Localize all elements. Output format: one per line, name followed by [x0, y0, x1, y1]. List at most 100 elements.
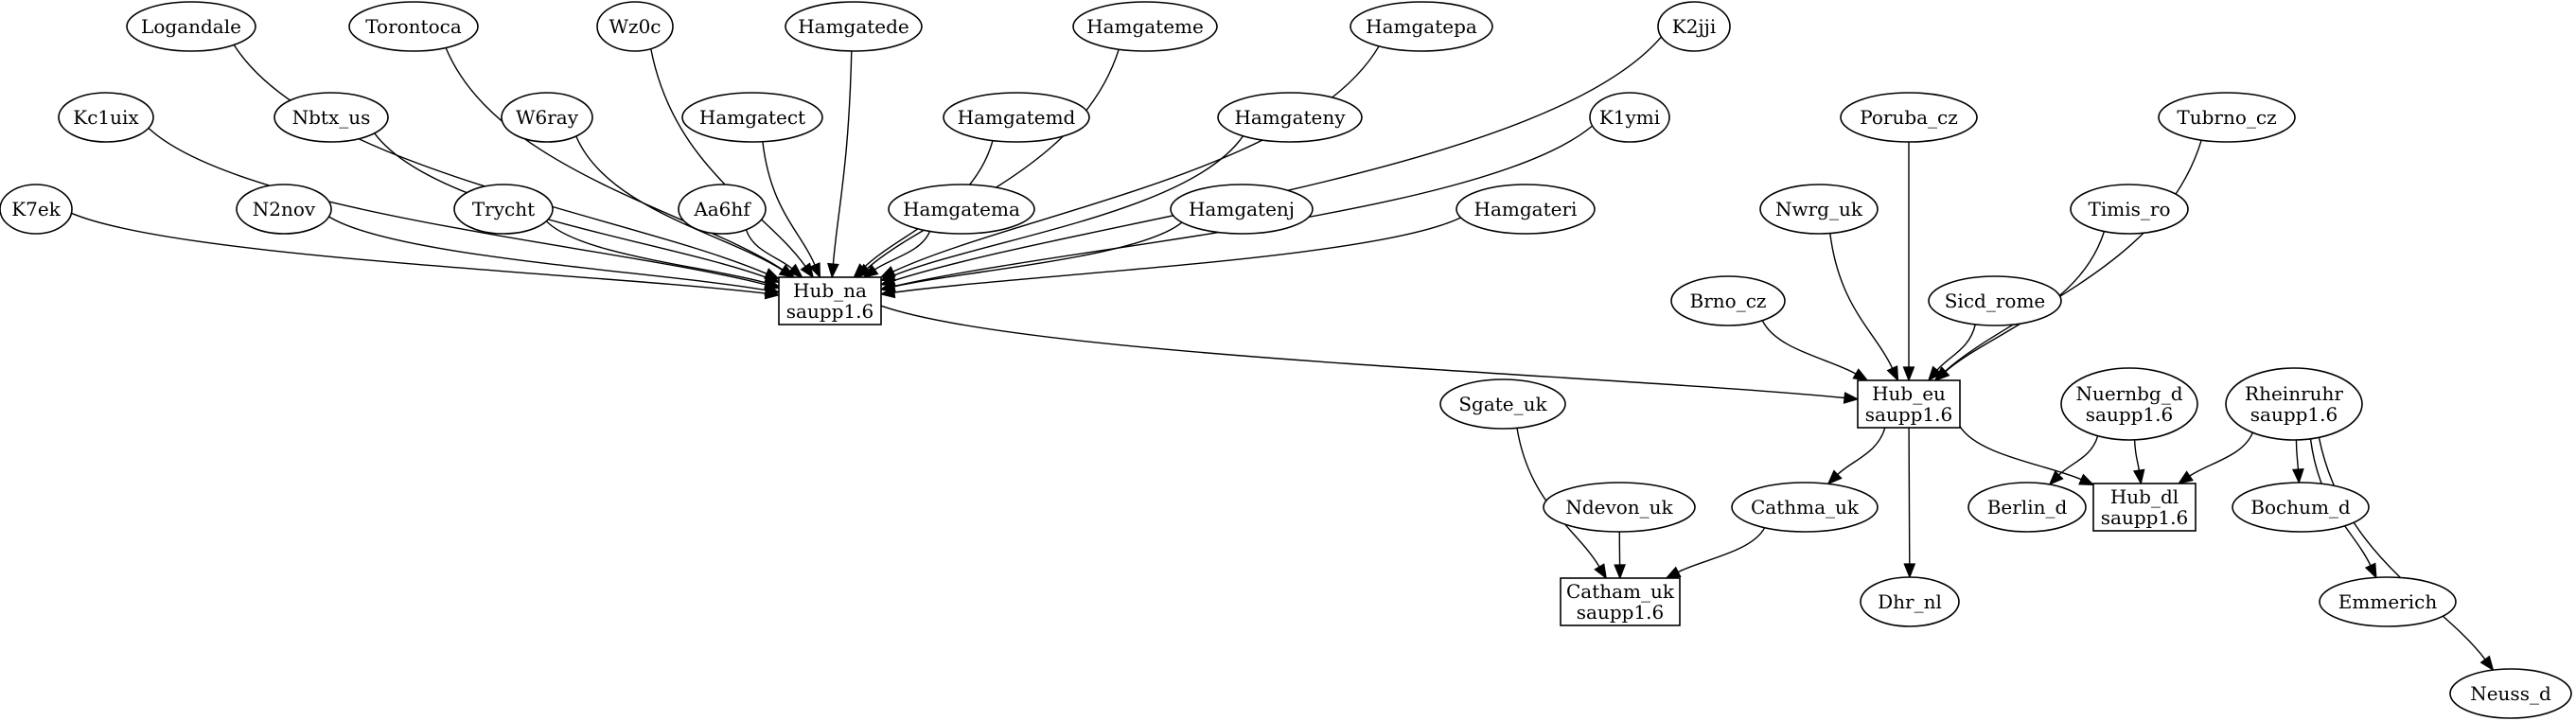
node-ellipse	[596, 1, 674, 52]
edge-line	[745, 229, 793, 270]
node-label: saupp1.6	[2086, 403, 2173, 426]
node-ellipse	[273, 92, 389, 143]
node-label: saupp1.6	[2250, 403, 2338, 426]
edge-hub_na-to-hub_eu	[880, 305, 1860, 404]
node-hamgatema: Hamgatema	[888, 184, 1035, 235]
arrowhead-icon	[879, 274, 896, 287]
node-hamgateny: Hamgateny	[1217, 92, 1363, 143]
edge-line	[1936, 324, 1976, 371]
node-ellipse	[2158, 92, 2296, 143]
edge-line	[1761, 320, 1857, 375]
node-tubrno_cz: Tubrno_cz	[2158, 92, 2296, 143]
node-ellipse	[1589, 92, 1670, 143]
edge-wz0c-to-hub_na	[650, 48, 815, 279]
edge-hamgatect-to-hub_na	[762, 141, 821, 279]
node-nwrg_uk: Nwrg_uk	[1759, 184, 1879, 235]
arrowhead-icon	[800, 262, 815, 279]
arrowhead-icon	[1594, 563, 1608, 580]
node-label: Emmerich	[2338, 590, 2438, 613]
edge-logandale-to-hub_na	[233, 44, 781, 280]
edge-hub_eu-to-hub_dl	[1959, 426, 2095, 486]
node-emmerich: Emmerich	[2319, 576, 2457, 627]
node-hamgatenj: Hamgatenj	[1170, 184, 1314, 235]
node-label: Neuss_d	[2470, 682, 2551, 705]
node-ellipse	[1439, 378, 1566, 430]
edge-hamgatepa-to-hub_na	[879, 45, 1380, 278]
node-hamgateme: Hamgateme	[1072, 1, 1218, 52]
node-w6ray: W6ray	[501, 92, 593, 143]
node-cathma_uk: Cathma_uk	[1731, 482, 1879, 533]
node-brno_cz: Brno_cz	[1670, 275, 1786, 326]
arrowhead-icon	[2177, 470, 2194, 484]
arrowhead-icon	[787, 263, 803, 279]
node-ellipse	[501, 92, 593, 143]
node-label: Tubrno_cz	[2177, 106, 2276, 129]
edge-line	[575, 135, 784, 271]
node-label: Timis_ro	[2089, 198, 2171, 220]
edge-poruba_cz-to-hub_eu	[1902, 142, 1915, 382]
node-label: Hamgatepa	[1366, 15, 1477, 38]
edge-line	[762, 141, 816, 266]
node-label: Hub_dl	[2110, 485, 2179, 508]
node-label: Hub_eu	[1872, 382, 1946, 405]
node-sicd_rome: Sicd_rome	[1928, 275, 2062, 326]
edge-tubrno_cz-to-hub_eu	[1933, 139, 2202, 382]
node-ellipse	[2060, 367, 2198, 441]
node-label: Kc1uix	[73, 106, 139, 129]
node-label: K2jji	[1672, 15, 1716, 38]
edge-line	[880, 305, 1845, 399]
arrowhead-icon	[1902, 366, 1915, 382]
edge-line	[650, 48, 806, 268]
edge-line	[1829, 233, 1894, 369]
node-trycht: Trycht	[453, 184, 554, 235]
edge-sicd_rome-to-hub_eu	[1927, 324, 1976, 382]
edge-nuernbg_d-to-berlin_d	[2048, 435, 2099, 486]
edge-line	[892, 45, 1380, 273]
arrowhead-icon	[1665, 566, 1682, 579]
node-label: Wz0c	[609, 15, 661, 38]
node-ellipse	[1543, 482, 1696, 533]
edges-layer	[71, 36, 2495, 672]
node-ellipse	[1731, 482, 1879, 533]
node-hamgatemd: Hamgatemd	[943, 92, 1090, 143]
node-hamgateri: Hamgateri	[1456, 184, 1596, 235]
node-neuss_d: Neuss_d	[2449, 668, 2572, 719]
node-label: N2nov	[253, 198, 316, 220]
node-wz0c: Wz0c	[596, 1, 674, 52]
node-box	[778, 276, 882, 325]
node-label: Hamgatect	[699, 106, 805, 129]
arrowhead-icon	[2364, 562, 2377, 579]
node-label: Rheinruhr	[2245, 382, 2343, 405]
node-label: Hamgateme	[1086, 15, 1204, 38]
node-label: Ndevon_uk	[1565, 496, 1673, 519]
node-ellipse	[2319, 576, 2457, 627]
node-ellipse	[681, 92, 823, 143]
node-ellipse	[1670, 275, 1786, 326]
arrowhead-icon	[1927, 365, 1943, 382]
node-label: Berlin_d	[1987, 496, 2068, 519]
node-label: Hamgatemd	[958, 106, 1076, 129]
node-label: Trycht	[472, 198, 535, 220]
node-ellipse	[126, 1, 256, 52]
edge-line	[1959, 426, 2082, 481]
edge-line	[1837, 427, 1886, 475]
edge-hub_eu-to-cathma_uk	[1826, 427, 1886, 485]
node-label: Nuernbg_d	[2075, 382, 2182, 405]
edge-line	[866, 48, 1120, 270]
edge-hamgateme-to-hub_na	[856, 48, 1120, 279]
node-ellipse	[1217, 92, 1363, 143]
edge-brno_cz-to-hub_eu	[1761, 320, 1869, 381]
arrowhead-icon	[2078, 473, 2095, 486]
node-label: Nwrg_uk	[1775, 198, 1863, 220]
arrowhead-icon	[1886, 365, 1899, 382]
arrowhead-icon	[1843, 392, 1860, 404]
node-label: Nbtx_us	[292, 106, 371, 129]
node-hamgatepa: Hamgatepa	[1350, 1, 1493, 52]
node-ndevon_uk: Ndevon_uk	[1543, 482, 1696, 533]
node-hamgatect: Hamgatect	[681, 92, 823, 143]
node-box	[1857, 379, 1961, 429]
node-ellipse	[348, 1, 479, 52]
